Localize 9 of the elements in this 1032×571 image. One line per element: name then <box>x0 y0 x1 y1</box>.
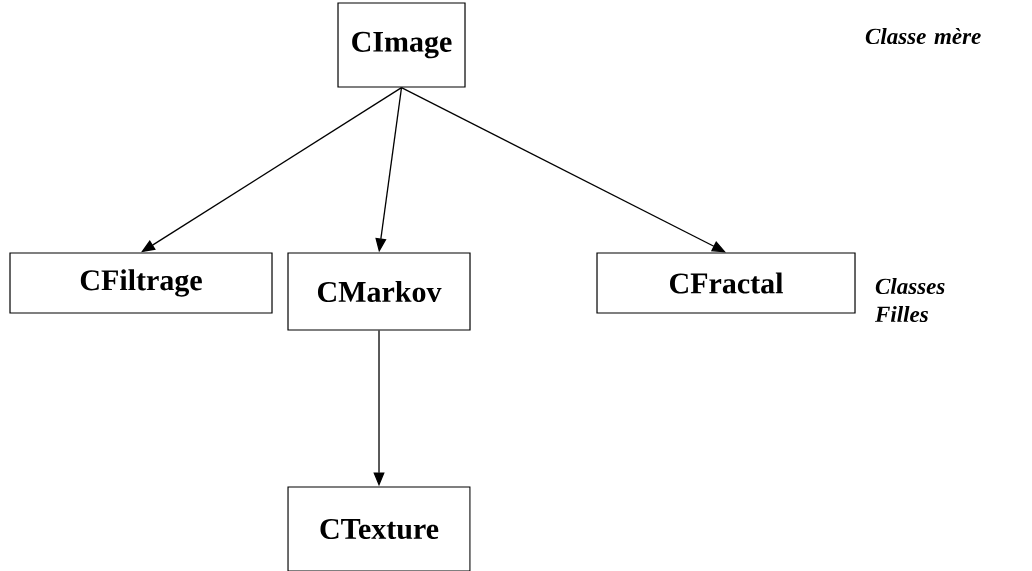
note: Classe mère <box>865 27 981 45</box>
class-box: CMarkov <box>287 252 471 331</box>
class-box: CFractal <box>596 252 856 314</box>
arrow <box>400 86 726 253</box>
note: Classes Filles <box>875 277 945 323</box>
class-box: CTexture <box>287 486 471 571</box>
class-box: CFiltrage <box>9 252 273 314</box>
arrow <box>141 86 403 253</box>
class-box: CImage <box>337 2 466 88</box>
